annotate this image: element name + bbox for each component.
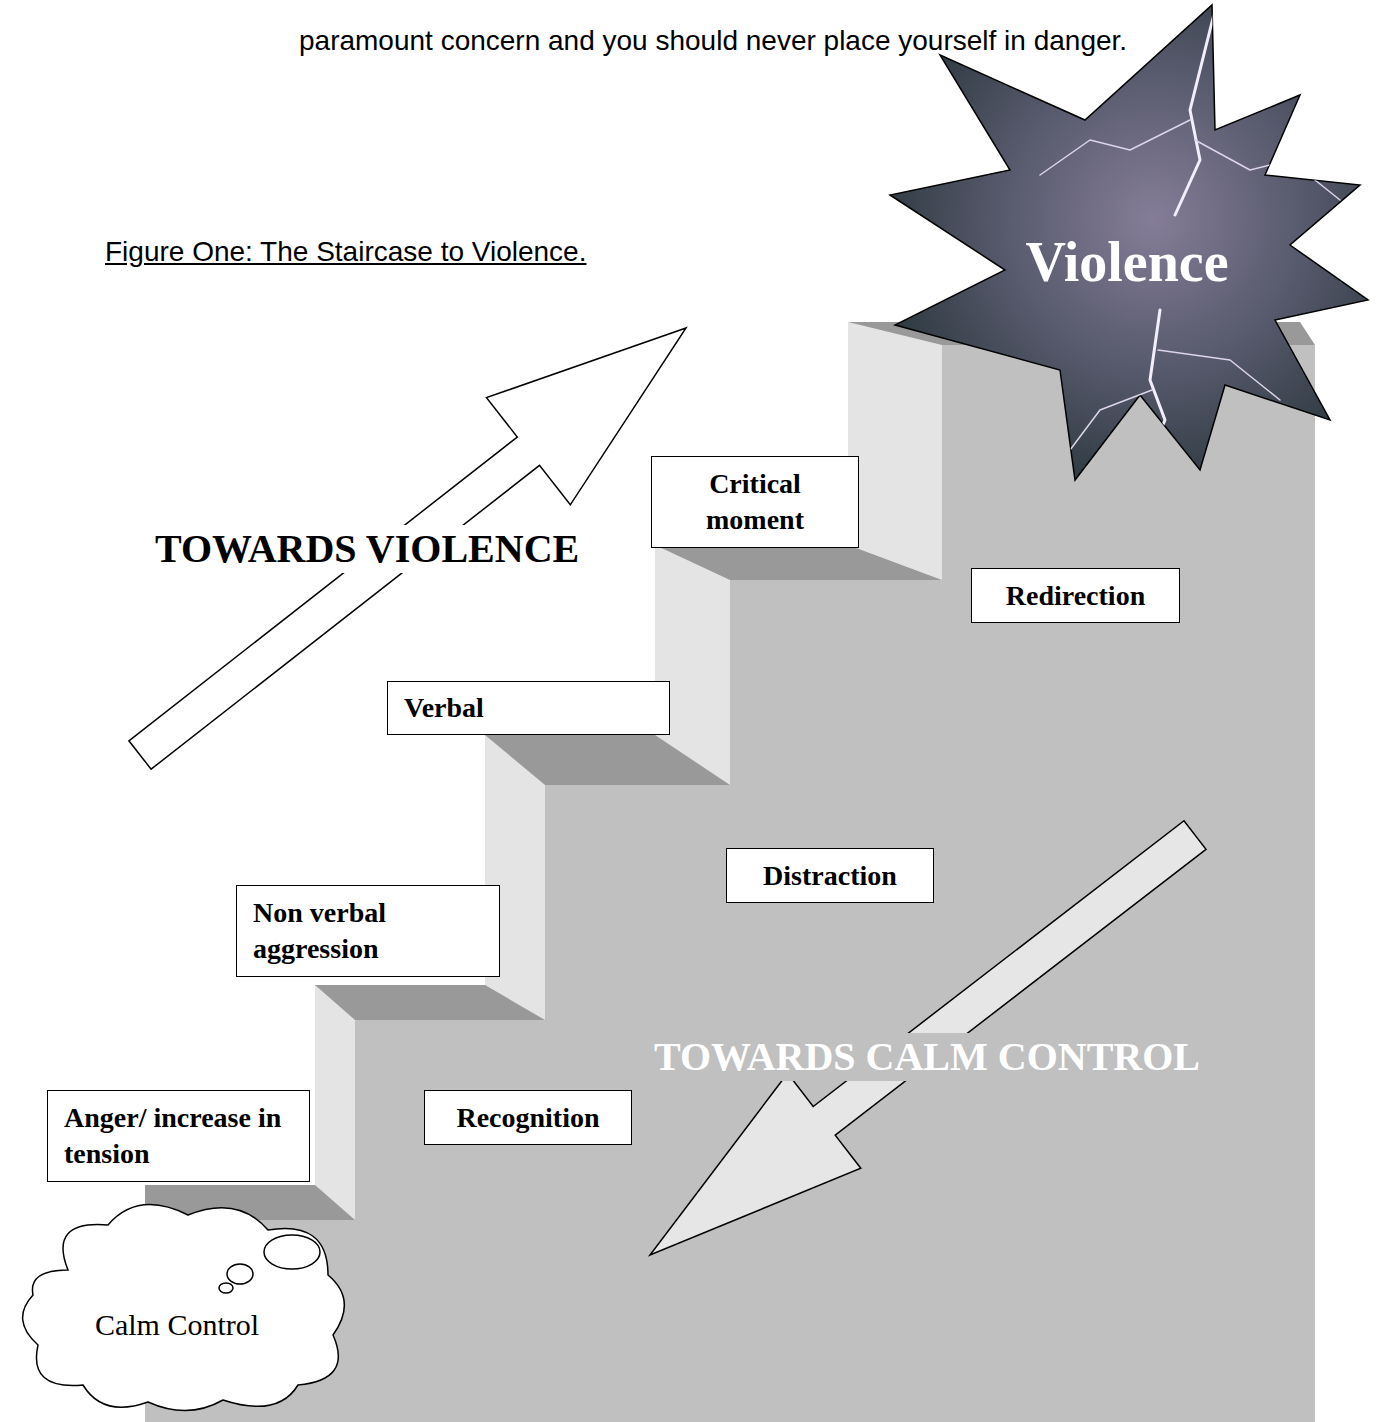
node-texts: Anger/ increase in tension <box>64 1100 293 1172</box>
stage-box: Critical moment <box>651 456 859 548</box>
node-texts: Non verbal aggression <box>253 895 483 967</box>
node-text: Verbal <box>404 690 484 726</box>
lightning-bolt <box>1140 310 1165 480</box>
stair-tread <box>655 545 942 580</box>
stage-box: Redirection <box>971 568 1180 623</box>
cloud-node: Calm Control <box>8 1190 356 1420</box>
node-texts: Critical moment <box>668 466 842 538</box>
cloud-shape <box>8 1190 356 1420</box>
direction-label: TOWARDS VIOLENCE <box>151 525 583 573</box>
stage-box: Verbal <box>387 681 670 735</box>
stair-riser <box>848 322 942 580</box>
direction-label: TOWARDS CALM CONTROL <box>650 1033 1204 1081</box>
stage-box: Distraction <box>726 848 934 903</box>
node-text: Violence <box>1025 230 1228 294</box>
lightning-branch <box>1040 120 1190 175</box>
cloud-outline <box>23 1205 345 1411</box>
node-texts: Recognition <box>456 1100 599 1136</box>
node-text: Redirection <box>1006 578 1145 614</box>
stage-box: Recognition <box>424 1090 632 1145</box>
thought-bubble <box>219 1283 233 1293</box>
node-text: Anger/ increase in tension <box>64 1100 293 1172</box>
up-arrow <box>129 328 686 769</box>
starburst-fill <box>890 5 1368 480</box>
node-texts: Distraction <box>763 858 897 894</box>
lightning-branch <box>1070 390 1152 450</box>
lightning-branch <box>1195 140 1340 200</box>
node-texts: Calm Control <box>95 1307 259 1343</box>
stage-box: Non verbal aggression <box>236 885 500 977</box>
body-text: paramount concern and you should never p… <box>299 12 1169 70</box>
lightning-branch <box>1158 350 1280 400</box>
stage-box: Anger/ increase in tension <box>47 1090 310 1182</box>
node-text: Distraction <box>763 858 897 894</box>
stair-riser <box>315 985 355 1220</box>
node-text: Non verbal aggression <box>253 895 483 967</box>
node-texts: Violence <box>1025 230 1228 294</box>
thought-bubble <box>227 1264 253 1284</box>
stair-tread <box>485 735 730 785</box>
starburst-node: Violence <box>888 0 1370 482</box>
thought-bubble <box>264 1235 320 1269</box>
node-text: Recognition <box>456 1100 599 1136</box>
stair-riser <box>485 735 545 1020</box>
node-texts: Redirection <box>1006 578 1145 614</box>
figure-title: Figure One: The Staircase to Violence. <box>105 236 586 268</box>
node-text: Critical moment <box>668 466 842 538</box>
down-arrow <box>650 821 1206 1255</box>
lightning-bolt <box>1175 10 1215 215</box>
node-text: Calm Control <box>95 1307 259 1343</box>
node-texts: Verbal <box>404 690 484 726</box>
stair-tread <box>315 985 545 1020</box>
